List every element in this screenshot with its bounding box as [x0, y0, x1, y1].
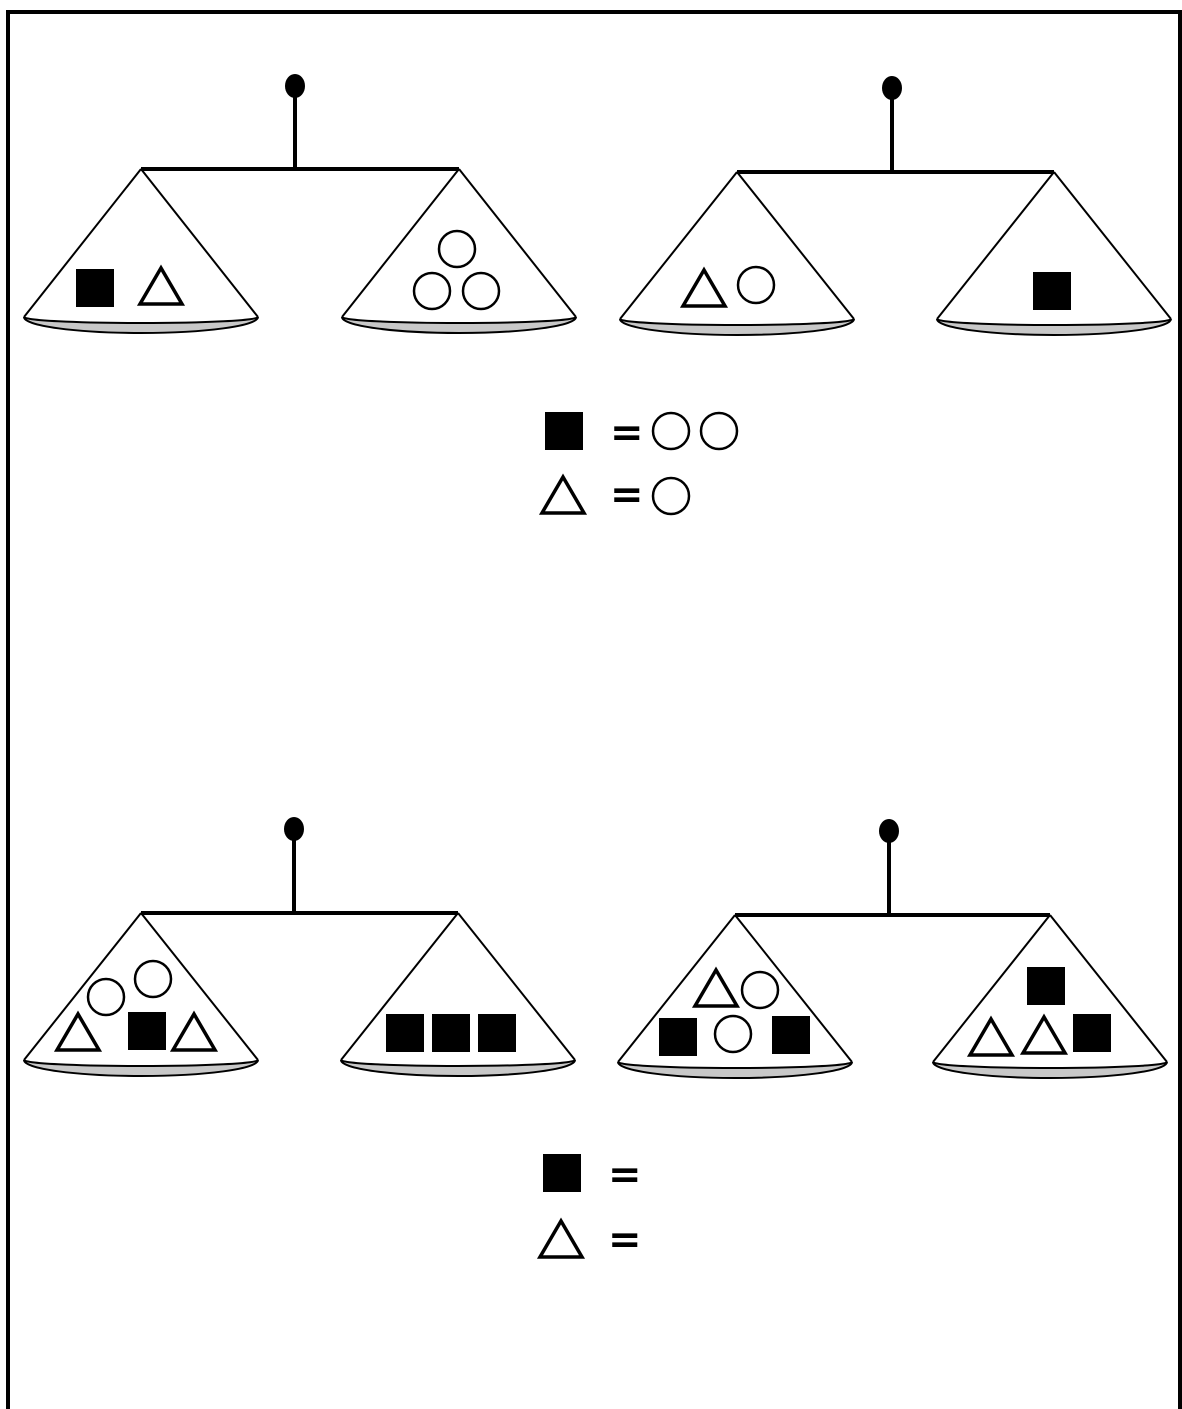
- pan-string: [340, 912, 459, 1061]
- white-triangle-icon: [1019, 1013, 1069, 1055]
- left-pan: [23, 912, 259, 1077]
- pan-string: [936, 171, 1055, 320]
- pan-bowl: [341, 316, 577, 334]
- left-pan: [617, 914, 853, 1079]
- pan-string: [341, 168, 460, 318]
- pan-bowl: [936, 318, 1172, 336]
- right-pan: [932, 914, 1168, 1079]
- white-triangle-icon: [966, 1015, 1016, 1057]
- pan-string: [736, 171, 855, 320]
- black-square-icon: [545, 412, 583, 450]
- balance-scale: [23, 74, 577, 334]
- pan-string: [140, 912, 259, 1061]
- left-pan: [23, 168, 259, 334]
- black-square-icon: [128, 1012, 166, 1050]
- pan-string: [458, 168, 577, 318]
- equals-sign: =: [608, 1152, 642, 1198]
- white-triangle-icon: [538, 473, 588, 515]
- pan-string: [23, 912, 142, 1061]
- white-triangle-icon: [691, 966, 741, 1008]
- balance-scale: [619, 76, 1172, 336]
- pan-string: [140, 168, 259, 318]
- pan-string: [457, 912, 576, 1061]
- right-pan: [936, 171, 1172, 336]
- white-circle-icon: [736, 265, 776, 305]
- black-square-icon: [1033, 272, 1071, 310]
- right-pan: [340, 912, 576, 1077]
- black-square-icon: [432, 1014, 470, 1052]
- pan-bowl: [932, 1061, 1168, 1079]
- pan-string: [734, 914, 853, 1063]
- equals-sign: =: [610, 410, 644, 456]
- black-square-icon: [478, 1014, 516, 1052]
- white-circle-icon: [651, 476, 691, 516]
- white-circle-icon: [740, 970, 780, 1010]
- pan-bowl: [23, 1059, 259, 1077]
- black-square-icon: [659, 1018, 697, 1056]
- white-circle-icon: [133, 959, 173, 999]
- answer-row: [536, 1217, 586, 1259]
- white-circle-icon: [86, 977, 126, 1017]
- left-pan: [619, 171, 855, 336]
- black-square-icon: [772, 1016, 810, 1054]
- white-circle-icon: [461, 271, 501, 311]
- pan-bowl: [617, 1061, 853, 1079]
- right-pan: [341, 168, 577, 334]
- white-circle-icon: [437, 229, 477, 269]
- answer-row: [543, 1154, 581, 1192]
- pan-string: [619, 171, 738, 320]
- black-square-icon: [76, 269, 114, 307]
- answer-row: [545, 411, 739, 451]
- white-circle-icon: [699, 411, 739, 451]
- white-triangle-icon: [679, 266, 729, 308]
- balance-scale: [23, 817, 576, 1077]
- balance-scale: [617, 819, 1168, 1079]
- white-circle-icon: [651, 411, 691, 451]
- white-triangle-icon: [136, 264, 186, 306]
- pan-string: [1049, 914, 1168, 1063]
- equals-sign: =: [610, 472, 644, 518]
- black-square-icon: [1073, 1014, 1111, 1052]
- pan-string: [23, 168, 142, 318]
- pan-bowl: [619, 318, 855, 336]
- pan-string: [932, 914, 1051, 1063]
- black-square-icon: [1027, 967, 1065, 1005]
- pan-bowl: [340, 1059, 576, 1077]
- pan-bowl: [23, 316, 259, 334]
- white-triangle-icon: [536, 1217, 586, 1259]
- white-triangle-icon: [53, 1010, 103, 1052]
- answer-row: [538, 473, 691, 516]
- white-circle-icon: [713, 1014, 753, 1054]
- white-circle-icon: [412, 271, 452, 311]
- equals-sign: =: [608, 1217, 642, 1263]
- pan-string: [617, 914, 736, 1063]
- black-square-icon: [543, 1154, 581, 1192]
- black-square-icon: [386, 1014, 424, 1052]
- pan-string: [1053, 171, 1172, 320]
- white-triangle-icon: [169, 1010, 219, 1052]
